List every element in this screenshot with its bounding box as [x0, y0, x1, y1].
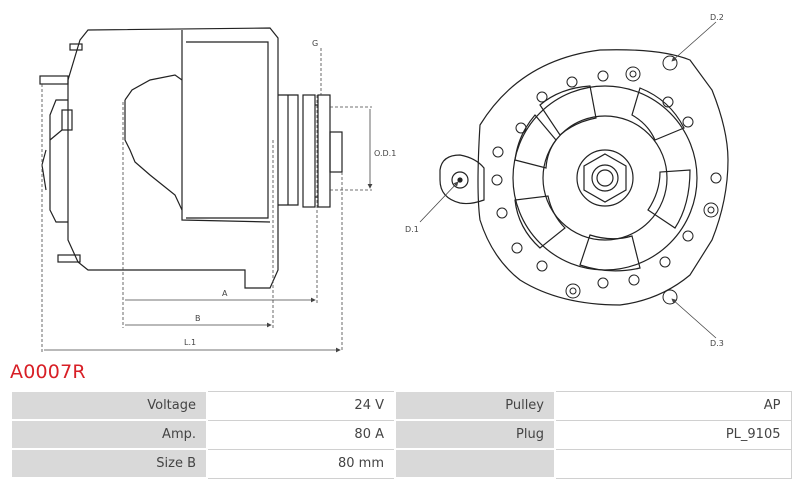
spec-row: Size B 80 mm: [10, 448, 792, 479]
spec-value-voltage: 24 V: [206, 390, 396, 421]
spec-key-plug: Plug: [394, 419, 556, 450]
technical-drawing: A B L.1 G O.D.1: [39, 13, 729, 353]
spec-value-amp: 80 A: [206, 419, 396, 450]
spec-key-empty: [394, 448, 556, 479]
label-d1: D.1: [405, 225, 419, 234]
spec-value-pulley: AP: [554, 390, 792, 421]
spec-key-voltage: Voltage: [10, 390, 208, 421]
side-view: [39, 27, 343, 289]
spec-value-empty: [554, 448, 792, 479]
part-code: A0007R: [10, 361, 86, 383]
spec-value-size-b: 80 mm: [206, 448, 396, 479]
label-d3: D.3: [710, 339, 724, 348]
alternator-drawing-svg: A B L.1 G O.D.1: [39, 13, 729, 353]
spec-key-size-b: Size B: [10, 448, 208, 479]
label-l1: L.1: [184, 338, 196, 347]
spec-value-plug: PL_9105: [554, 419, 792, 450]
spec-key-amp: Amp.: [10, 419, 208, 450]
label-d2: D.2: [710, 13, 724, 22]
front-view: [439, 49, 729, 306]
spec-key-pulley: Pulley: [394, 390, 556, 421]
side-view-dimensions: [41, 48, 372, 352]
label-b: B: [195, 314, 201, 323]
spec-table: Voltage 24 V Pulley AP Amp. 80 A Plug PL…: [10, 390, 792, 479]
spec-row: Voltage 24 V Pulley AP: [10, 390, 792, 421]
label-g: G: [312, 39, 318, 48]
spec-row: Amp. 80 A Plug PL_9105: [10, 419, 792, 450]
label-od1: O.D.1: [374, 149, 396, 158]
front-view-holes: [491, 55, 722, 305]
label-a: A: [222, 289, 228, 298]
